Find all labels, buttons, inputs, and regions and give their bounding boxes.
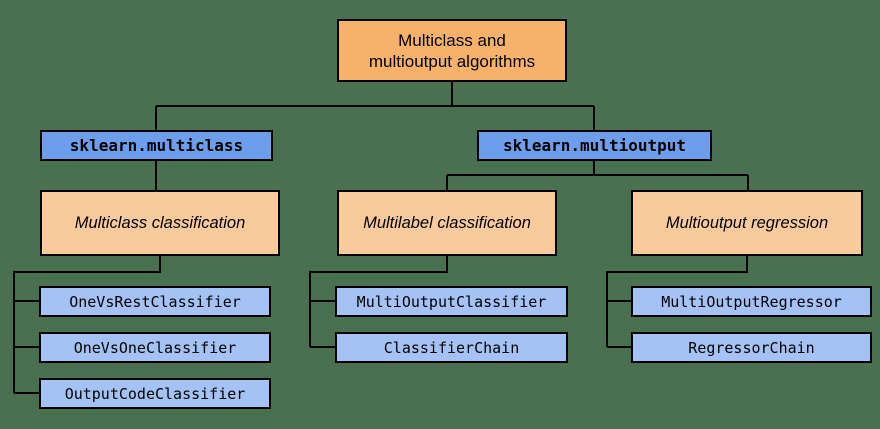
leaf-node-multioutputregressor: MultiOutputRegressor bbox=[631, 286, 872, 317]
root-node-multiclass-multioutput: Multiclass and multioutput algorithms bbox=[337, 19, 567, 82]
root-node-label-line1: Multiclass and bbox=[398, 30, 506, 50]
module-node-sklearn-multiclass: sklearn.multiclass bbox=[40, 130, 273, 161]
leaf-node-regressorchain: RegressorChain bbox=[631, 332, 872, 363]
module-node-sklearn-multioutput: sklearn.multioutput bbox=[477, 130, 712, 161]
leaf-node-classifierchain: ClassifierChain bbox=[335, 332, 568, 363]
category-node-multioutput-regression: Multioutput regression bbox=[631, 190, 863, 256]
leaf-node-onevsrestclassifier: OneVsRestClassifier bbox=[39, 286, 271, 317]
category-node-multilabel-classification: Multilabel classification bbox=[337, 190, 557, 256]
leaf-node-outputcodeclassifier: OutputCodeClassifier bbox=[39, 378, 271, 409]
leaf-node-multioutputclassifier: MultiOutputClassifier bbox=[335, 286, 568, 317]
leaf-node-onevsoneclassifier: OneVsOneClassifier bbox=[39, 332, 271, 363]
category-node-multiclass-classification: Multiclass classification bbox=[40, 190, 280, 256]
root-node-label-line2: multioutput algorithms bbox=[368, 51, 536, 71]
